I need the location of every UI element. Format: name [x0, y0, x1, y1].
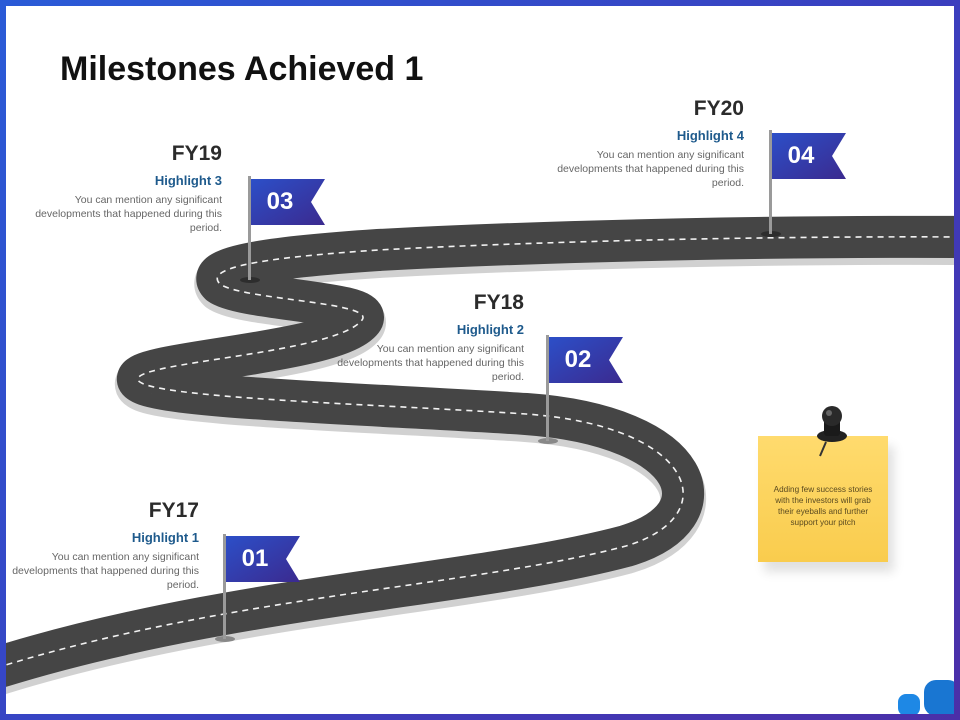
flag-number-03: 03 [266, 188, 294, 215]
milestone-fy18: FY18 Highlight 2 You can mention any sig… [324, 290, 524, 384]
milestone-highlight: Highlight 4 [676, 128, 744, 143]
flag-number-01: 01 [241, 545, 269, 572]
milestone-fy17: FY17 Highlight 1 You can mention any sig… [6, 498, 199, 592]
flag-01 [215, 534, 300, 642]
flag-04 [761, 130, 846, 237]
flag-03 [240, 176, 325, 283]
flag-number-02: 02 [564, 346, 592, 373]
corner-decoration [898, 680, 954, 714]
milestone-description: You can mention any significant developm… [337, 343, 524, 383]
milestone-highlight: Highlight 2 [456, 322, 524, 337]
milestone-description: You can mention any significant developm… [12, 551, 199, 591]
milestone-fy20: FY20 Highlight 4 You can mention any sig… [544, 96, 744, 190]
milestone-year: FY20 [693, 97, 744, 120]
milestone-highlight: Highlight 3 [154, 173, 222, 188]
milestone-year: FY17 [148, 499, 199, 522]
milestone-highlight: Highlight 1 [131, 530, 199, 545]
flag-02 [538, 335, 623, 444]
sticky-note-text: Adding few success stories with the inve… [773, 485, 873, 527]
milestone-year: FY19 [171, 142, 222, 165]
milestone-description: You can mention any significant developm… [557, 149, 744, 189]
milestone-year: FY18 [473, 291, 524, 314]
winding-road [6, 130, 954, 694]
slide: Milestones Achieved 1 FY17 Highlight 1 Y… [6, 6, 954, 714]
sticky-note: Adding few success stories with the inve… [758, 436, 888, 562]
flag-number-04: 04 [787, 142, 815, 169]
milestone-description: You can mention any significant developm… [35, 194, 222, 234]
page-title: Milestones Achieved 1 [60, 50, 424, 88]
road-center-line [6, 236, 954, 666]
push-pin-icon [817, 406, 847, 457]
milestone-fy19: FY19 Highlight 3 You can mention any sig… [22, 141, 222, 235]
